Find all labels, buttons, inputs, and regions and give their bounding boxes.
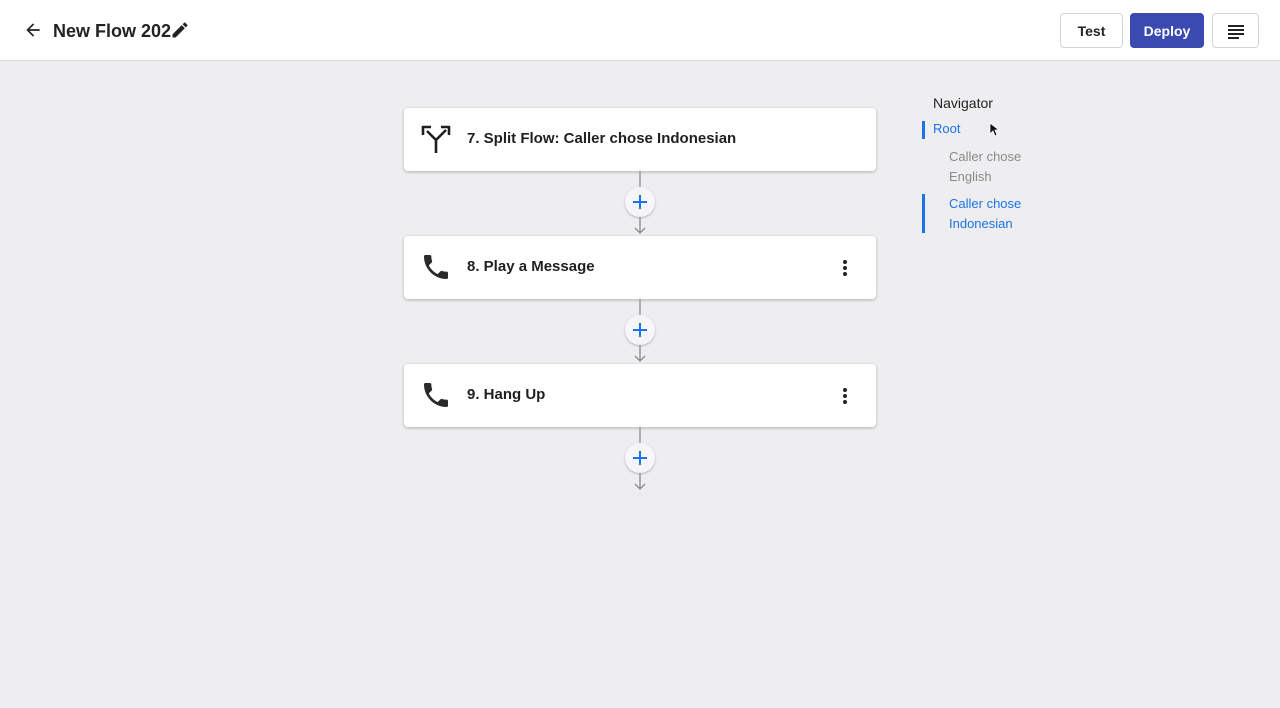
menu-lines-icon [1227,24,1244,39]
plus-icon [633,195,647,209]
step-connector [622,171,658,237]
nav-item-root[interactable]: Root [933,121,961,136]
edit-title-button[interactable] [169,19,191,41]
plus-icon [633,323,647,337]
add-step-button[interactable] [625,443,655,473]
flow-step-card[interactable]: 8. Play a Message [404,236,876,299]
deploy-button[interactable]: Deploy [1130,13,1204,48]
step-connector [622,427,658,493]
nav-active-indicator [922,194,925,233]
step-label: 8. Play a Message [467,258,595,275]
plus-icon [633,451,647,465]
arrow-left-icon [26,23,40,37]
phone-icon [424,255,448,279]
nav-item-line: Caller chose [949,196,1022,211]
mouse-cursor-icon [989,122,999,137]
step-options-button[interactable] [834,257,856,279]
nav-item-line: English [949,169,992,184]
app-header: New Flow 202 Test Deploy [0,0,1280,61]
nav-item-line: Indonesian [949,216,1013,231]
add-step-button[interactable] [625,187,655,217]
flow-step-card[interactable]: 7. Split Flow: Caller chose Indonesian [404,108,876,171]
step-label: 9. Hang Up [467,386,546,403]
step-label: 7. Split Flow: Caller chose Indonesian [467,130,737,147]
navigator-title: Navigator [933,95,993,111]
split-icon [421,125,451,153]
menu-button[interactable] [1212,13,1259,48]
add-step-button[interactable] [625,315,655,345]
step-connector [622,299,658,365]
nav-item-line: Caller chose [949,149,1022,164]
nav-item-caller-chose-english[interactable]: Caller chose English [949,147,1021,187]
flow-title: New Flow 202 [53,21,172,41]
pencil-icon [172,22,188,38]
step-options-button[interactable] [834,385,856,407]
more-vert-icon [843,388,847,404]
more-vert-icon [843,260,847,276]
nav-active-indicator [922,121,925,139]
flow-step-card[interactable]: 9. Hang Up [404,364,876,427]
back-button[interactable] [20,17,46,43]
phone-icon [424,383,448,407]
nav-item-caller-chose-indonesian[interactable]: Caller chose Indonesian [949,194,1021,234]
test-button[interactable]: Test [1060,13,1123,48]
